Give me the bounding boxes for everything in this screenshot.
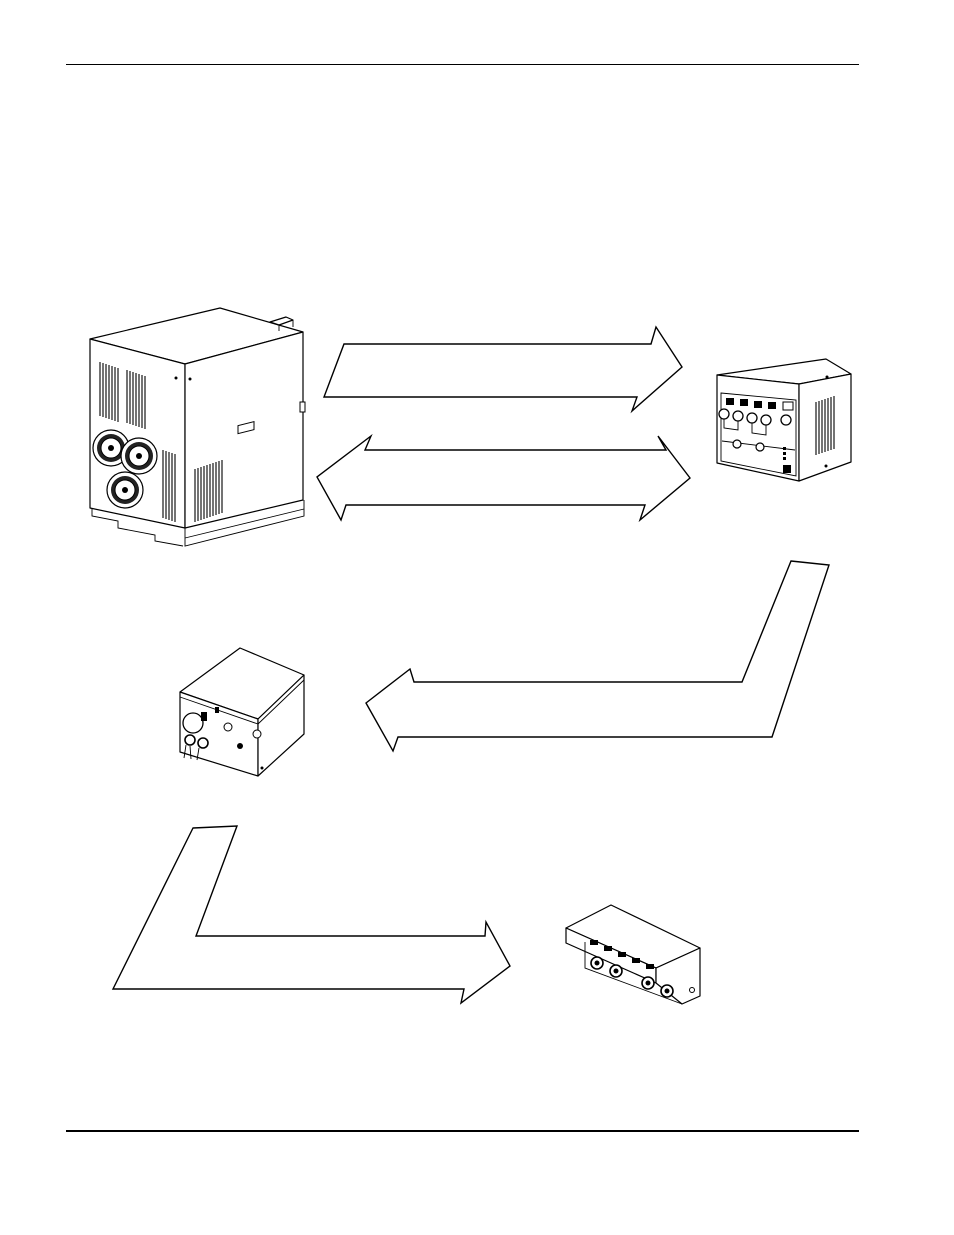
arrow-control-console-to-gas-console: [365, 560, 830, 753]
manifold-block-icon: [565, 904, 701, 1005]
arrow-power-supply-to-control-console: [322, 325, 683, 414]
arrow-control-console-to-power-supply: [316, 433, 691, 523]
footer-rule: [66, 1130, 859, 1132]
power-supply-cabinet-icon: [89, 307, 306, 547]
gas-console-icon: [179, 647, 305, 777]
header-rule: [66, 64, 859, 65]
control-console-icon: [716, 358, 852, 482]
arrow-gas-console-to-manifold: [111, 825, 511, 1005]
